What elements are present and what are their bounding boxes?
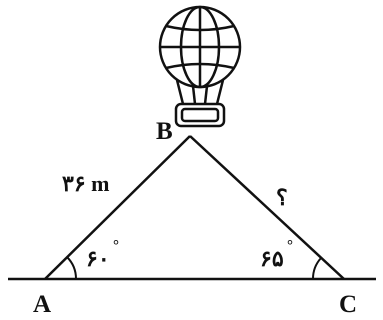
angle-arc-a [66, 256, 78, 280]
angle-arc-c [311, 257, 322, 280]
vertex-label-c: C [339, 291, 357, 318]
side-ab-length-label: ۳۶ m [62, 171, 109, 196]
side-bc [189, 135, 345, 280]
hot-air-balloon-icon [158, 5, 242, 128]
angle-c-degree-symbol: ° [287, 238, 293, 254]
vertex-label-a: A [33, 291, 51, 318]
side-ab [44, 135, 191, 280]
angle-a-degree-symbol: ° [113, 238, 119, 254]
vertex-label-b: B [156, 118, 173, 145]
angle-a-value: ۶۰ [86, 246, 110, 271]
angle-c-value: ۶۵ [260, 246, 284, 271]
side-bc-unknown-label: ؟ [276, 185, 288, 210]
